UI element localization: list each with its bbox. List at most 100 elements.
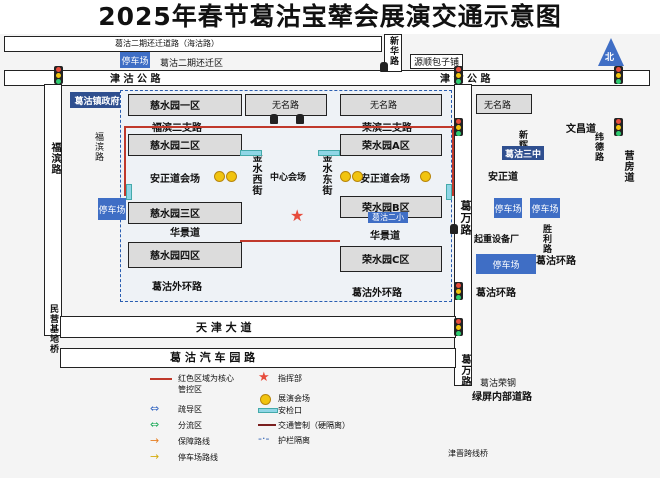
wuming-3-label: 无名路: [484, 101, 512, 111]
cishui-3: [128, 202, 242, 224]
gegu-2xiao: 葛沽二小: [368, 212, 408, 223]
jingu-road: [4, 70, 650, 86]
cishui-1-label: 慈水园一区: [150, 101, 200, 112]
rongshui-b-label: 荣水园B区: [362, 203, 410, 214]
anzheng-left: 安正道会场: [150, 174, 200, 185]
legend-red-swatch: [150, 378, 172, 380]
auto-park-label: 葛 沽 汽 车 园 路: [170, 351, 256, 364]
cishui-4: [128, 242, 242, 268]
north-road-label: 葛沽二期还迁道路（海沽路）: [115, 39, 219, 48]
police-1: [380, 62, 388, 72]
huajing-left: 华景道: [170, 228, 200, 239]
gegu-ring-2: 葛沽环路: [476, 288, 516, 299]
legend-diversion-arrow: ⇔: [150, 402, 160, 415]
fubin-road: [44, 84, 62, 336]
wuming-1: [245, 94, 327, 116]
venue-dot-3: [340, 171, 351, 182]
legend-parking-arrow: →: [150, 450, 160, 463]
jinshui-west: 金水西街: [250, 152, 261, 196]
lianxin-label: 新辉路: [517, 130, 527, 160]
jinjin-bridge-label: 津晋跨线桥: [448, 449, 488, 458]
parking-4: 停车场: [530, 198, 560, 218]
gegu-gov: 葛沽镇政府: [70, 92, 124, 108]
xinhua-road: [384, 34, 402, 72]
legend-flow-arrow: ⇔: [150, 418, 160, 431]
gegu-ring-label: 葛沽环路: [536, 256, 576, 267]
checkpoint-1: [126, 184, 132, 200]
legend-guarantee: 保障路线: [178, 437, 210, 446]
rongshui-a-label: 荣水园A区: [362, 141, 410, 152]
cishui-2-label: 慈水园二区: [150, 141, 200, 152]
legend-red-zone: 红色区域为核心管控区: [178, 374, 234, 394]
shengli-label: 胜利路: [541, 224, 551, 254]
fubin-2-label: 福滨二支路: [152, 123, 202, 134]
police-4: [450, 224, 458, 234]
cishui-2: [128, 134, 242, 156]
legend-isolation-swatch: [258, 424, 276, 426]
rongbin-2-label: 荣滨二支路: [362, 123, 412, 134]
checkpoint-3: [318, 150, 340, 156]
cishui-4-label: 慈水园四区: [150, 251, 200, 262]
legend-checkpoint: 安检口: [278, 406, 302, 415]
core-line-right: [452, 126, 454, 196]
lvping-label: 绿屏内部道路: [472, 392, 532, 403]
hq-star: ★: [290, 206, 305, 225]
traffic-light-7: [454, 318, 463, 336]
police-2: [296, 114, 304, 124]
venue-dot-1: [214, 171, 225, 182]
traffic-light-5: [614, 118, 623, 136]
wuming-2: [340, 94, 442, 116]
jingu-road-label: 津 沽 公 路: [110, 74, 161, 85]
legend-flow: 分流区: [178, 421, 202, 430]
core-line-left: [124, 126, 126, 196]
traffic-light-6: [454, 282, 463, 300]
yuanmeng-label: 源顺包子铺: [410, 54, 464, 69]
page-title: 2025年春节葛沽宝辇会展演交通示意图: [98, 2, 562, 31]
fubin-small: 福滨路: [93, 132, 103, 162]
legend: 红色区域为核心管控区 ★ 指挥部 展演会场 ⇔ 疏导区 安检口 ⇔ 分流区 交通…: [150, 370, 440, 476]
gegu-outer-right: 葛沽外环路: [352, 288, 402, 299]
parking-3: 停车场: [494, 198, 522, 218]
traffic-map: 葛沽二期还迁道路（海沽路） 葛沽二期还迁区 津 沽 公 路 津 沽 公 路 新华…: [0, 34, 660, 478]
yingfang-label: 营房道: [622, 150, 633, 183]
legend-isolation: 交通管制（硬隔离）: [278, 421, 350, 430]
gegu-3zhong: 葛沽三中: [502, 146, 544, 160]
rongshui-a: [340, 134, 442, 156]
tianjin-road: [60, 316, 456, 338]
legend-venue: 展演会场: [278, 394, 310, 403]
north-road: [4, 36, 382, 52]
huajing-right: 华景道: [370, 231, 400, 242]
traffic-light-2: [454, 66, 463, 84]
venue-dot-4: [352, 171, 363, 182]
gewan-road: [454, 84, 472, 386]
fubin-road-label: 福滨路: [49, 142, 60, 175]
legend-fence-line: -·-: [258, 432, 270, 445]
legend-hq: 指挥部: [278, 374, 302, 383]
parking-2: 停车场: [98, 198, 126, 220]
venue-dot-5: [420, 171, 431, 182]
jiren-label: 纬德路: [593, 132, 603, 162]
qiya-label: 起重设备厂: [474, 235, 520, 245]
traffic-light-4: [454, 118, 463, 136]
legend-hq-star: ★: [258, 370, 270, 385]
checkpoint-2: [240, 150, 262, 156]
ercang-label: 葛沽二期还迁区: [160, 59, 224, 69]
legend-checkpoint-swatch: [258, 408, 278, 413]
gegu-outer-left: 葛沽外环路: [152, 282, 202, 293]
venue-dot-2: [226, 171, 237, 182]
wenchang-label: 文昌道: [566, 124, 596, 135]
checkpoint-4: [446, 184, 452, 200]
parking-5: 停车场: [476, 254, 536, 274]
cishui-1: [128, 94, 242, 116]
anzheng-right: 安正道会场: [360, 174, 410, 185]
min-ying-label: 民营基地桥: [48, 304, 58, 354]
cishui-3-label: 慈水园三区: [150, 209, 200, 220]
core-line-bottom: [240, 240, 340, 242]
wuming-3: [476, 94, 532, 114]
xinhua-road-label: 新华路: [388, 36, 398, 66]
auto-park-road: [60, 348, 456, 368]
legend-venue-dot: [260, 394, 271, 405]
center-venue: 中心会场: [270, 173, 307, 183]
gewan-low-label: 葛万路: [459, 354, 470, 387]
traffic-light-3: [614, 66, 623, 84]
